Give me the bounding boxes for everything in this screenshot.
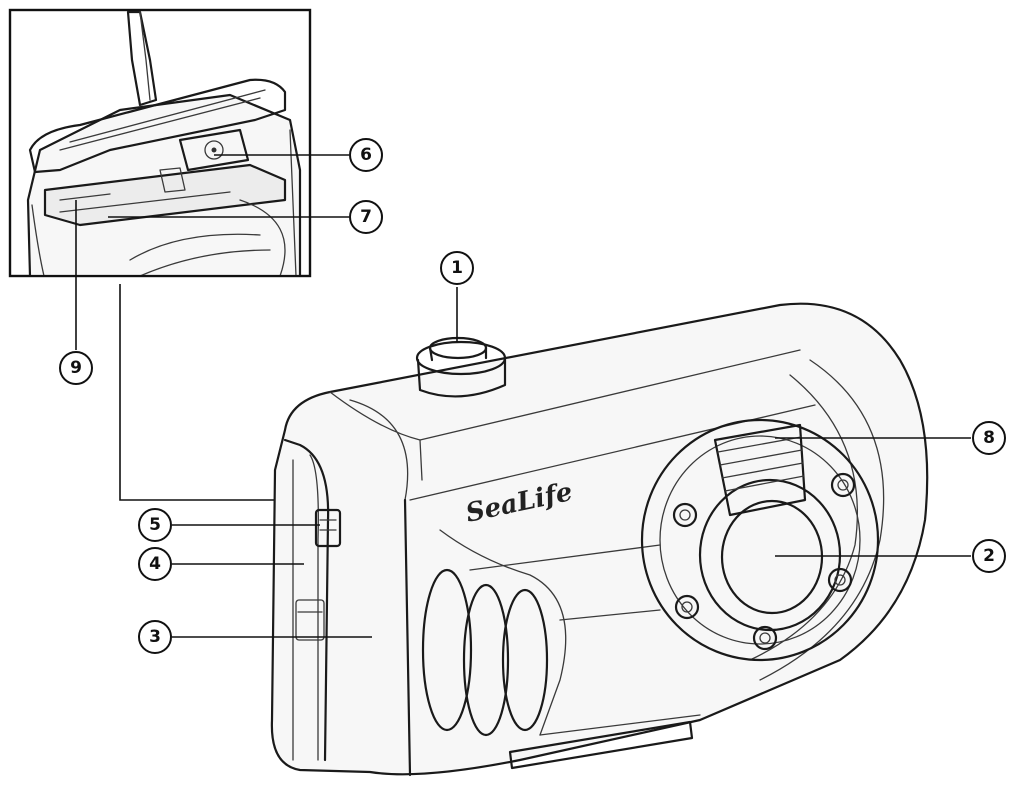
callouts: 1 2 3 4 5 6 7 8 9: [59, 138, 1006, 654]
grip-oval: [421, 568, 473, 732]
camera-housing: SeaLife: [270, 302, 929, 777]
callout-5: 5: [138, 508, 172, 542]
lens-screw: [674, 594, 700, 620]
leader-lines: [75, 154, 971, 638]
svg-text:8: 8: [983, 428, 995, 448]
callout-1: 1: [440, 251, 474, 285]
svg-text:3: 3: [149, 627, 161, 647]
inset-detail: [8, 8, 312, 278]
lens-screw: [752, 625, 778, 651]
svg-text:6: 6: [360, 145, 372, 165]
lens-screw: [830, 472, 856, 498]
svg-text:7: 7: [360, 207, 372, 227]
flash-window: [713, 423, 807, 517]
svg-text:4: 4: [149, 554, 161, 574]
callout-2: 2: [972, 539, 1006, 573]
lens-assembly: [640, 418, 880, 662]
callout-9: 9: [59, 351, 93, 385]
svg-text:1: 1: [451, 258, 463, 278]
lens-screw: [672, 502, 698, 528]
grip-oval: [501, 588, 549, 732]
side-latch: [314, 508, 342, 548]
callout-3: 3: [138, 620, 172, 654]
svg-text:2: 2: [983, 546, 995, 566]
svg-text:9: 9: [70, 358, 82, 378]
callout-4: 4: [138, 547, 172, 581]
grip-oval: [462, 583, 510, 737]
callout-7: 7: [349, 200, 383, 234]
callout-6: 6: [349, 138, 383, 172]
svg-text:5: 5: [149, 515, 161, 535]
lens-screw: [827, 567, 853, 593]
callout-8: 8: [972, 421, 1006, 455]
shutter-button: [415, 336, 507, 398]
